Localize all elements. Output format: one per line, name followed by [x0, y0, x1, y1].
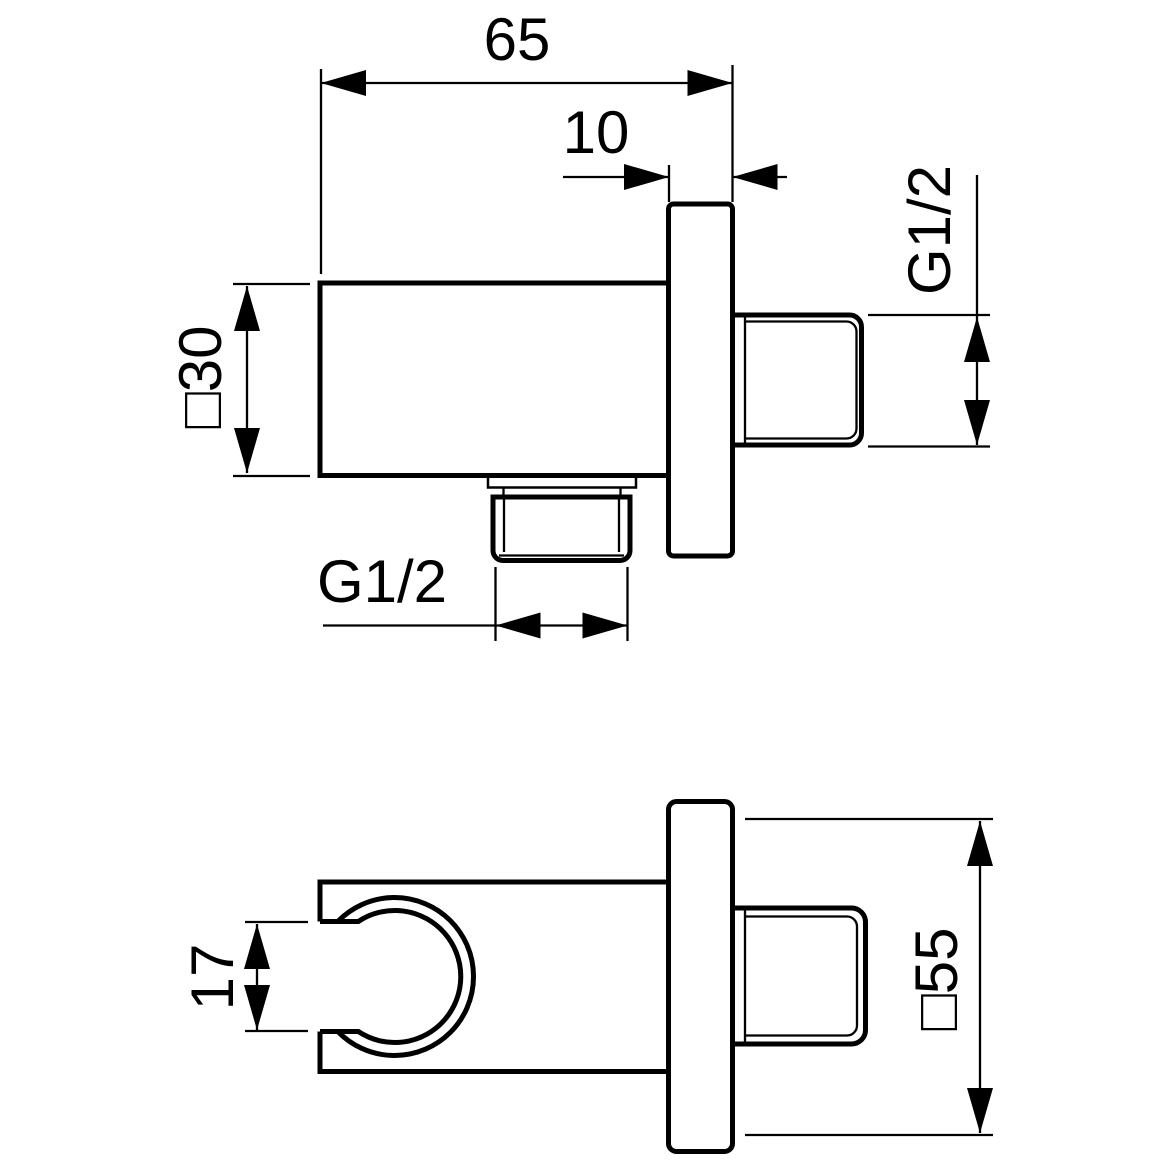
handset-holder-ring — [331, 895, 476, 1058]
dim-30: □30 — [167, 282, 310, 478]
dim-65-label: 65 — [484, 6, 551, 73]
arrowhead-down — [967, 1088, 993, 1133]
dim-55-label: □55 — [903, 928, 970, 1031]
top-view: 65 10 □30 G1/2 — [167, 6, 990, 641]
side-thread-root-line — [746, 915, 859, 1037]
body-top-outline — [317, 879, 669, 922]
arrowhead-up — [234, 286, 260, 331]
bottom-view: 17 □55 — [179, 799, 993, 1154]
outlet-thread-body — [490, 494, 633, 563]
dim-g12-bottom: G1/2 — [317, 548, 629, 641]
side-thread — [730, 312, 864, 448]
arrowhead-down — [244, 985, 270, 1030]
wall-plate-side-view — [666, 201, 735, 559]
dim-10-label: 10 — [563, 99, 630, 166]
dim-30-label: □30 — [167, 326, 234, 429]
side-thread-root-line — [746, 320, 858, 440]
arrowhead-right — [582, 612, 628, 639]
side-thread-bottom-view — [730, 905, 868, 1047]
arrowhead-down — [234, 428, 260, 473]
body-bottom-outline — [317, 1031, 669, 1074]
elbow-body-side-view — [317, 280, 671, 478]
side-thread-body — [730, 905, 868, 1047]
dim-17-label: 17 — [179, 944, 246, 1011]
arrowhead-left — [321, 70, 366, 96]
side-thread-body — [730, 312, 864, 448]
arrowhead-down — [964, 400, 990, 445]
dim-g12-side: G1/2 — [868, 165, 990, 448]
bottom-view-body — [317, 879, 669, 1074]
arrowhead-left — [495, 612, 541, 639]
dim-10: 10 — [563, 99, 787, 202]
arrowhead-right — [732, 164, 778, 190]
arrowhead-left — [624, 164, 669, 190]
dim-55: □55 — [745, 817, 993, 1137]
dim-17: 17 — [179, 920, 308, 1033]
arrowhead-up — [967, 821, 993, 866]
dim-65: 65 — [319, 6, 734, 274]
arrowhead-up — [964, 317, 990, 362]
arrowhead-right — [687, 70, 733, 96]
dim-g12-bottom-label: G1/2 — [317, 548, 447, 615]
bottom-outlet-thread — [486, 474, 638, 563]
wall-plate-bottom-view — [666, 799, 735, 1154]
dim-g12-side-label: G1/2 — [896, 165, 963, 295]
arrowhead-up — [244, 924, 270, 969]
